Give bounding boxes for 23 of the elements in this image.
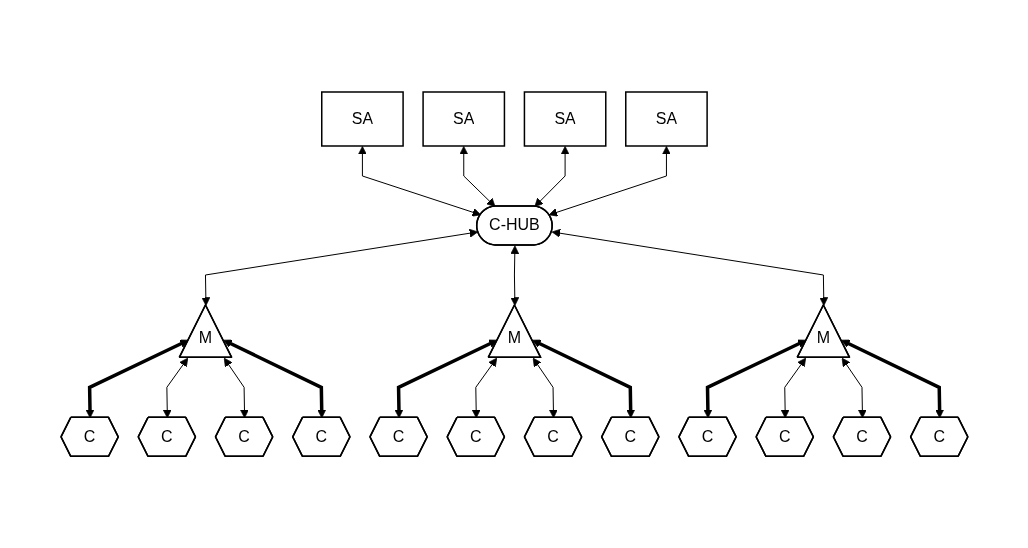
node-box: SA bbox=[320, 91, 404, 147]
node-box: SA bbox=[421, 91, 505, 147]
arrow bbox=[780, 357, 806, 419]
arrow bbox=[533, 145, 570, 207]
arrow bbox=[531, 339, 635, 419]
node-box: SA bbox=[624, 91, 708, 147]
arrow bbox=[471, 357, 497, 419]
arrow bbox=[841, 357, 867, 419]
arrow bbox=[548, 145, 671, 217]
arrow bbox=[703, 339, 807, 419]
arrow bbox=[85, 339, 189, 419]
arrow bbox=[532, 357, 558, 419]
arrow bbox=[162, 357, 188, 419]
arrow bbox=[222, 339, 326, 419]
arrow bbox=[458, 145, 495, 207]
arrow bbox=[840, 339, 944, 419]
arrow bbox=[201, 228, 478, 306]
arrow bbox=[223, 357, 249, 419]
arrow bbox=[394, 339, 498, 419]
arrow bbox=[551, 228, 828, 306]
arrow bbox=[357, 145, 481, 217]
node-box: SA bbox=[523, 91, 607, 147]
arrow bbox=[509, 245, 519, 306]
